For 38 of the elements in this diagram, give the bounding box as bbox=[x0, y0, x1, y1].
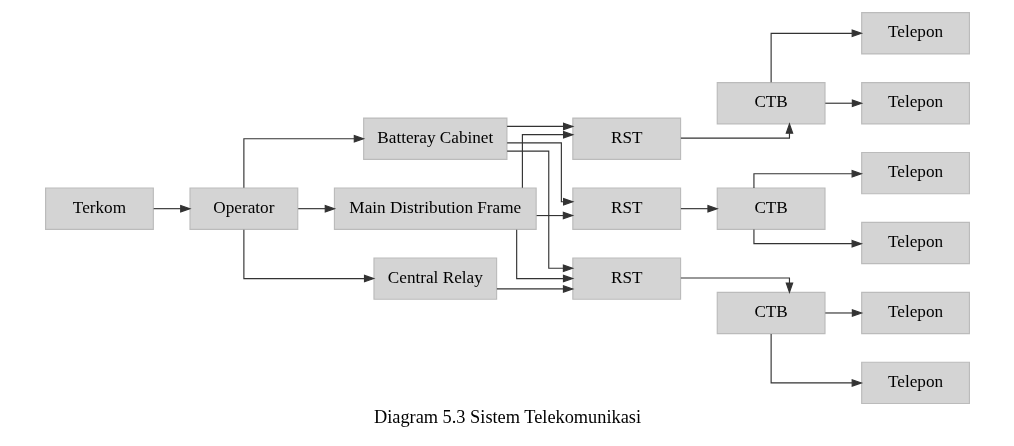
arrow bbox=[679, 204, 719, 213]
node-box: CTB bbox=[716, 187, 826, 230]
node-box: RST bbox=[571, 187, 681, 230]
node-box: CTB bbox=[716, 291, 826, 335]
node-box: Telepon bbox=[860, 221, 970, 265]
arrow bbox=[770, 333, 863, 387]
node-box: Telepon bbox=[860, 361, 970, 405]
arrow bbox=[242, 229, 375, 283]
arrow bbox=[495, 284, 574, 293]
node-box: Telepon bbox=[860, 82, 970, 125]
arrow bbox=[770, 29, 863, 83]
node-box: RST bbox=[571, 257, 681, 300]
arrow bbox=[506, 122, 574, 131]
arrow bbox=[152, 204, 192, 213]
arrow bbox=[752, 228, 863, 248]
arrow bbox=[679, 277, 793, 294]
node-box: Operator bbox=[188, 187, 298, 230]
node-box: RST bbox=[571, 117, 681, 160]
node-box: Central Relay bbox=[372, 257, 497, 300]
arrow bbox=[515, 229, 574, 283]
node-box: Batteray Cabinet bbox=[362, 117, 507, 160]
arrow bbox=[297, 204, 336, 213]
arrow bbox=[752, 169, 863, 189]
node-box: Terkom bbox=[44, 187, 154, 230]
arrow bbox=[679, 122, 793, 139]
node-box: Main Distribution Frame bbox=[333, 187, 537, 230]
arrow bbox=[521, 130, 574, 189]
arrow bbox=[824, 99, 863, 108]
arrow bbox=[506, 142, 574, 206]
arrow bbox=[535, 211, 574, 220]
arrow bbox=[824, 308, 863, 317]
caption: Diagram 5.3 Sistem Telekomunikasi bbox=[373, 406, 641, 427]
arrow bbox=[506, 150, 574, 273]
node-box: Telepon bbox=[860, 151, 970, 195]
node-box: Telepon bbox=[860, 291, 970, 335]
node-box: CTB bbox=[716, 82, 826, 125]
arrow bbox=[242, 134, 365, 189]
node-box: Telepon bbox=[860, 12, 970, 55]
